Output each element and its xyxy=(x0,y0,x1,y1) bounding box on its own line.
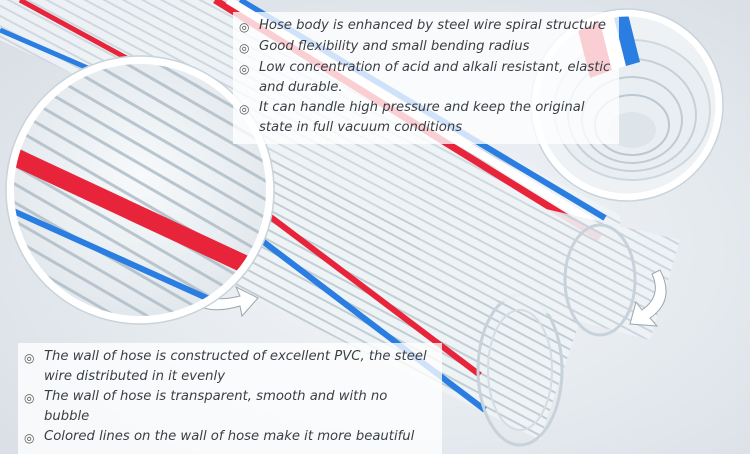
feature-text: The wall of hose is transparent, smooth … xyxy=(44,389,388,424)
feature-item: ◎ The wall of hose is transparent, smoot… xyxy=(24,387,434,427)
bullet-icon: ◎ xyxy=(24,431,35,445)
feature-text: The wall of hose is constructed of excel… xyxy=(44,349,427,384)
right-hose-end xyxy=(420,180,680,340)
bottom-feature-list: ◎ The wall of hose is constructed of exc… xyxy=(18,343,442,454)
feature-item: ◎ Colored lines on the wall of hose make… xyxy=(24,427,434,448)
bullet-icon: ◎ xyxy=(239,20,250,34)
bullet-icon: ◎ xyxy=(239,102,250,116)
feature-text: It can handle high pressure and keep the… xyxy=(259,100,585,135)
feature-text: Low concentration of acid and alkali res… xyxy=(259,60,611,95)
top-feature-list: ◎ Hose body is enhanced by steel wire sp… xyxy=(233,12,619,144)
feature-item: ◎ Hose body is enhanced by steel wire sp… xyxy=(239,16,611,37)
rotate-arrow-right xyxy=(629,269,667,327)
feature-text: Colored lines on the wall of hose make i… xyxy=(44,429,415,444)
feature-item: ◎ The wall of hose is constructed of exc… xyxy=(24,347,434,387)
feature-item: ◎ It can handle high pressure and keep t… xyxy=(239,98,611,138)
feature-text: Hose body is enhanced by steel wire spir… xyxy=(259,18,606,33)
feature-item: ◎ Low concentration of acid and alkali r… xyxy=(239,58,611,98)
feature-text: Good flexibility and small bending radiu… xyxy=(259,39,530,54)
feature-item: ◎ Good flexibility and small bending rad… xyxy=(239,37,611,58)
bullet-icon: ◎ xyxy=(24,351,35,365)
magnifier-closeup xyxy=(5,55,275,325)
bullet-icon: ◎ xyxy=(24,391,35,405)
bullet-icon: ◎ xyxy=(239,62,250,76)
bullet-icon: ◎ xyxy=(239,41,250,55)
